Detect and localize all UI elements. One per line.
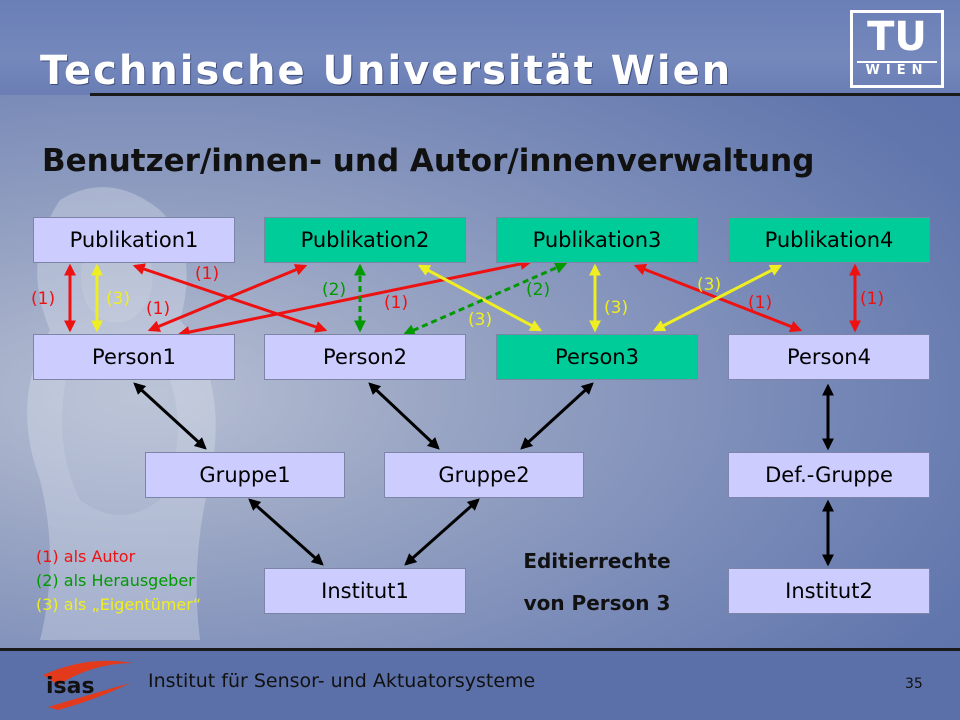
footer-institute: Institut für Sensor- und Aktuatorsysteme xyxy=(148,670,536,692)
slide-title: Benutzer/innen- und Autor/innenverwaltun… xyxy=(42,143,815,179)
legend-item-editor: (2) als Herausgeber xyxy=(36,569,201,593)
university-name: Technische Universität Wien xyxy=(40,48,733,94)
edge-label: (3) xyxy=(106,289,131,309)
edge-label: (1) xyxy=(195,264,220,284)
edge-label: (1) xyxy=(748,293,773,313)
legend-item-author: (1) als Autor xyxy=(36,545,201,569)
legend: (1) als Autor (2) als Herausgeber (3) al… xyxy=(36,545,201,617)
node-person4: Person4 xyxy=(728,334,930,380)
edge-label: (3) xyxy=(468,310,493,330)
footer-divider xyxy=(0,648,960,651)
node-def-gruppe: Def.-Gruppe xyxy=(728,452,930,498)
node-gruppe1: Gruppe1 xyxy=(145,452,345,498)
edge-label: (1) xyxy=(146,299,171,319)
edge-label: (2) xyxy=(322,280,347,300)
node-gruppe2: Gruppe2 xyxy=(384,452,584,498)
edit-rights-line2: von Person 3 xyxy=(523,591,671,615)
node-publikation1: Publikation1 xyxy=(33,217,235,263)
edge-label: (1) xyxy=(860,289,885,309)
edit-rights-label: Editierrechte von Person 3 xyxy=(482,540,712,624)
legend-num: (2) xyxy=(36,571,59,590)
arrow-gruppe1-institut1 xyxy=(248,498,324,566)
arrow-person1-gruppe1 xyxy=(133,382,207,450)
tu-wien-logo: TU WIEN xyxy=(850,10,944,88)
legend-text: als Autor xyxy=(63,547,136,566)
node-person1: Person1 xyxy=(33,334,235,380)
edge-label: (1) xyxy=(31,289,56,309)
edge-label: (2) xyxy=(526,280,551,300)
arrow-pub4-person3-owner xyxy=(652,264,783,332)
node-publikation3: Publikation3 xyxy=(496,217,698,263)
arrow-person1-pub2 xyxy=(147,264,308,332)
isas-logo-text: isas xyxy=(46,674,95,699)
header-divider xyxy=(90,93,960,96)
legend-item-owner: (3) als „Eigentümer“ xyxy=(36,593,201,617)
edit-rights-line1: Editierrechte xyxy=(523,549,671,573)
header-band xyxy=(0,0,960,95)
node-person3: Person3 xyxy=(496,334,698,380)
page-number: 35 xyxy=(905,676,923,692)
tu-logo-main: TU xyxy=(867,14,927,60)
arrow-person3-gruppe2 xyxy=(520,382,594,450)
edge-label: (1) xyxy=(384,293,409,313)
tu-logo-line xyxy=(857,61,937,63)
legend-num: (3) xyxy=(36,595,59,614)
node-institut1: Institut1 xyxy=(264,568,466,614)
node-publikation4: Publikation4 xyxy=(728,217,930,263)
isas-logo: isas xyxy=(43,660,133,710)
arrow-person2-gruppe2 xyxy=(368,382,440,450)
node-person2: Person2 xyxy=(264,334,466,380)
arrow-pub3-person2-editor xyxy=(402,262,568,336)
edge-label: (3) xyxy=(604,298,629,318)
tu-logo-sub: WIEN xyxy=(865,63,929,78)
legend-text: als „Eigentümer“ xyxy=(63,595,202,614)
legend-text: als Herausgeber xyxy=(63,571,195,590)
legend-num: (1) xyxy=(36,547,59,566)
node-institut2: Institut2 xyxy=(728,568,930,614)
edge-label: (3) xyxy=(697,275,722,295)
arrow-gruppe2-institut1 xyxy=(404,498,480,566)
footer-band xyxy=(0,651,960,720)
node-publikation2: Publikation2 xyxy=(264,217,466,263)
